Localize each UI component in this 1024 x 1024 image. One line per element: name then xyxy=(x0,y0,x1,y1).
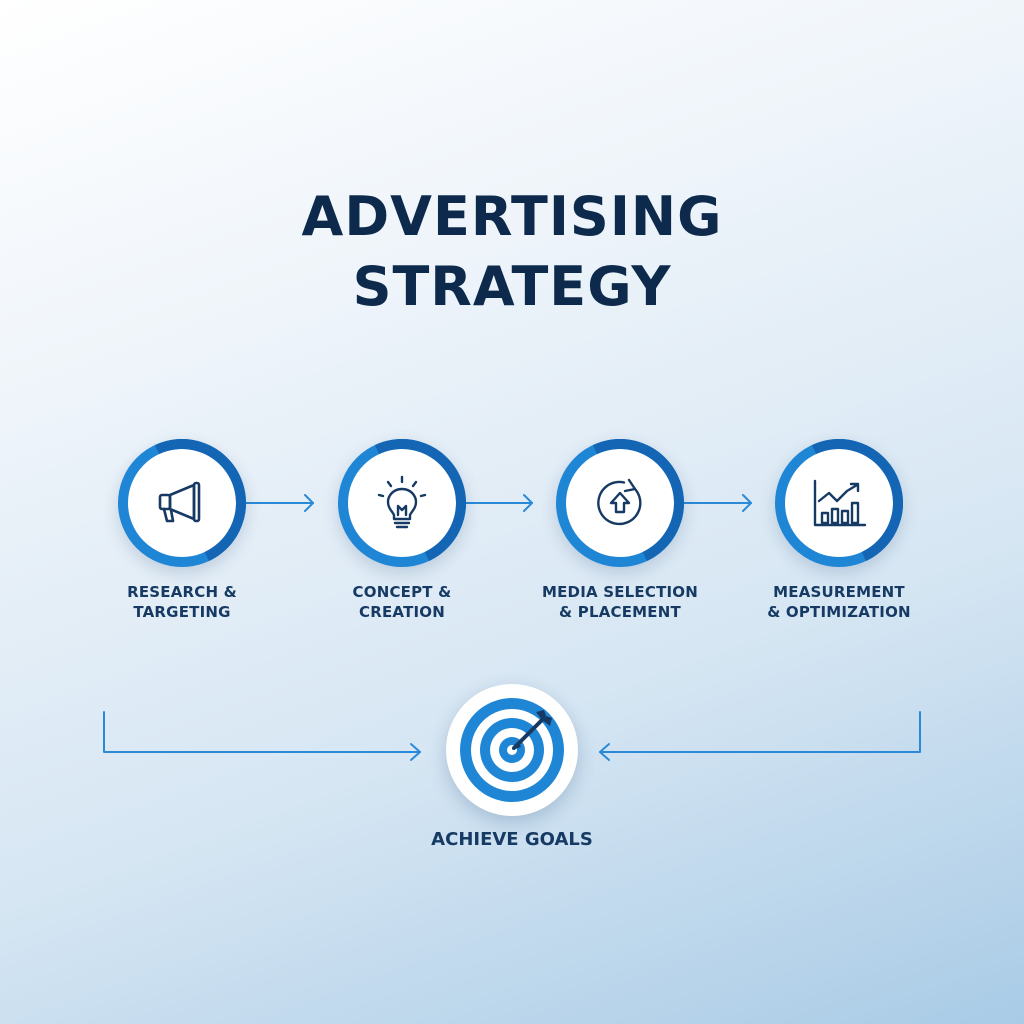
title-line-1: ADVERTISING xyxy=(301,185,723,248)
title-line-2: STRATEGY xyxy=(352,255,672,318)
upload-cycle-icon xyxy=(597,478,642,526)
arrow-step2-step3 xyxy=(465,494,533,512)
step-concept-creation xyxy=(338,439,466,567)
target-arrow-icon xyxy=(460,698,564,802)
step-label-measurement-optimization: MEASUREMENT & OPTIMIZATION xyxy=(767,583,911,621)
step-label-research-targeting: RESEARCH & TARGETING xyxy=(127,583,237,621)
lightbulb-icon xyxy=(377,475,427,529)
step-research-targeting xyxy=(118,439,246,567)
arrow-step1-step2 xyxy=(245,494,314,512)
step-media-selection-placement xyxy=(556,439,684,567)
arrow-step3-step4 xyxy=(683,494,752,512)
arrow-left-to-goal xyxy=(103,711,421,761)
goal-label: ACHIEVE GOALS xyxy=(431,829,593,850)
goal-node xyxy=(446,684,578,816)
step-label-media-selection-placement: MEDIA SELECTION & PLACEMENT xyxy=(541,583,699,621)
arrow-right-to-goal xyxy=(599,711,921,761)
step-label-concept-creation: CONCEPT & CREATION xyxy=(352,583,452,621)
growth-chart-icon xyxy=(813,479,867,527)
step-measurement-optimization xyxy=(775,439,903,567)
megaphone-icon xyxy=(158,481,201,523)
